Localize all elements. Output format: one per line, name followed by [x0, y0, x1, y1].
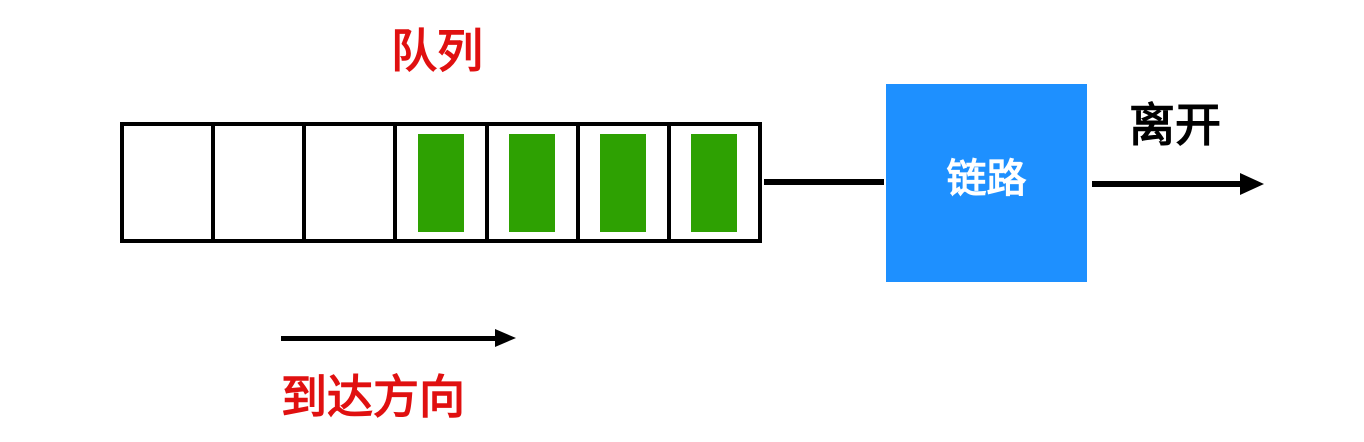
queue-cell	[211, 122, 307, 243]
queue-cell	[120, 122, 216, 243]
departure-arrow-line	[1092, 181, 1242, 187]
arrival-direction-label: 到达方向	[281, 371, 465, 423]
queue-to-link-connector-line	[764, 179, 884, 185]
packet	[509, 133, 556, 232]
packet	[691, 133, 738, 232]
link-label: 链路	[946, 157, 1027, 201]
link-box: 链路	[886, 84, 1087, 282]
departure-label: 离开	[1129, 99, 1221, 151]
queue-box	[120, 122, 762, 243]
arrival-arrow-line	[281, 336, 497, 341]
queue-cell	[393, 122, 489, 243]
queue-cell	[666, 122, 762, 243]
departure-arrowhead-icon	[1240, 173, 1264, 195]
queue-cell	[302, 122, 398, 243]
arrival-arrowhead-icon	[495, 329, 516, 347]
queue-cell	[575, 122, 671, 243]
queue-label: 队列	[391, 25, 483, 77]
packet	[600, 133, 647, 232]
queue-cell	[484, 122, 580, 243]
packet	[417, 133, 464, 232]
